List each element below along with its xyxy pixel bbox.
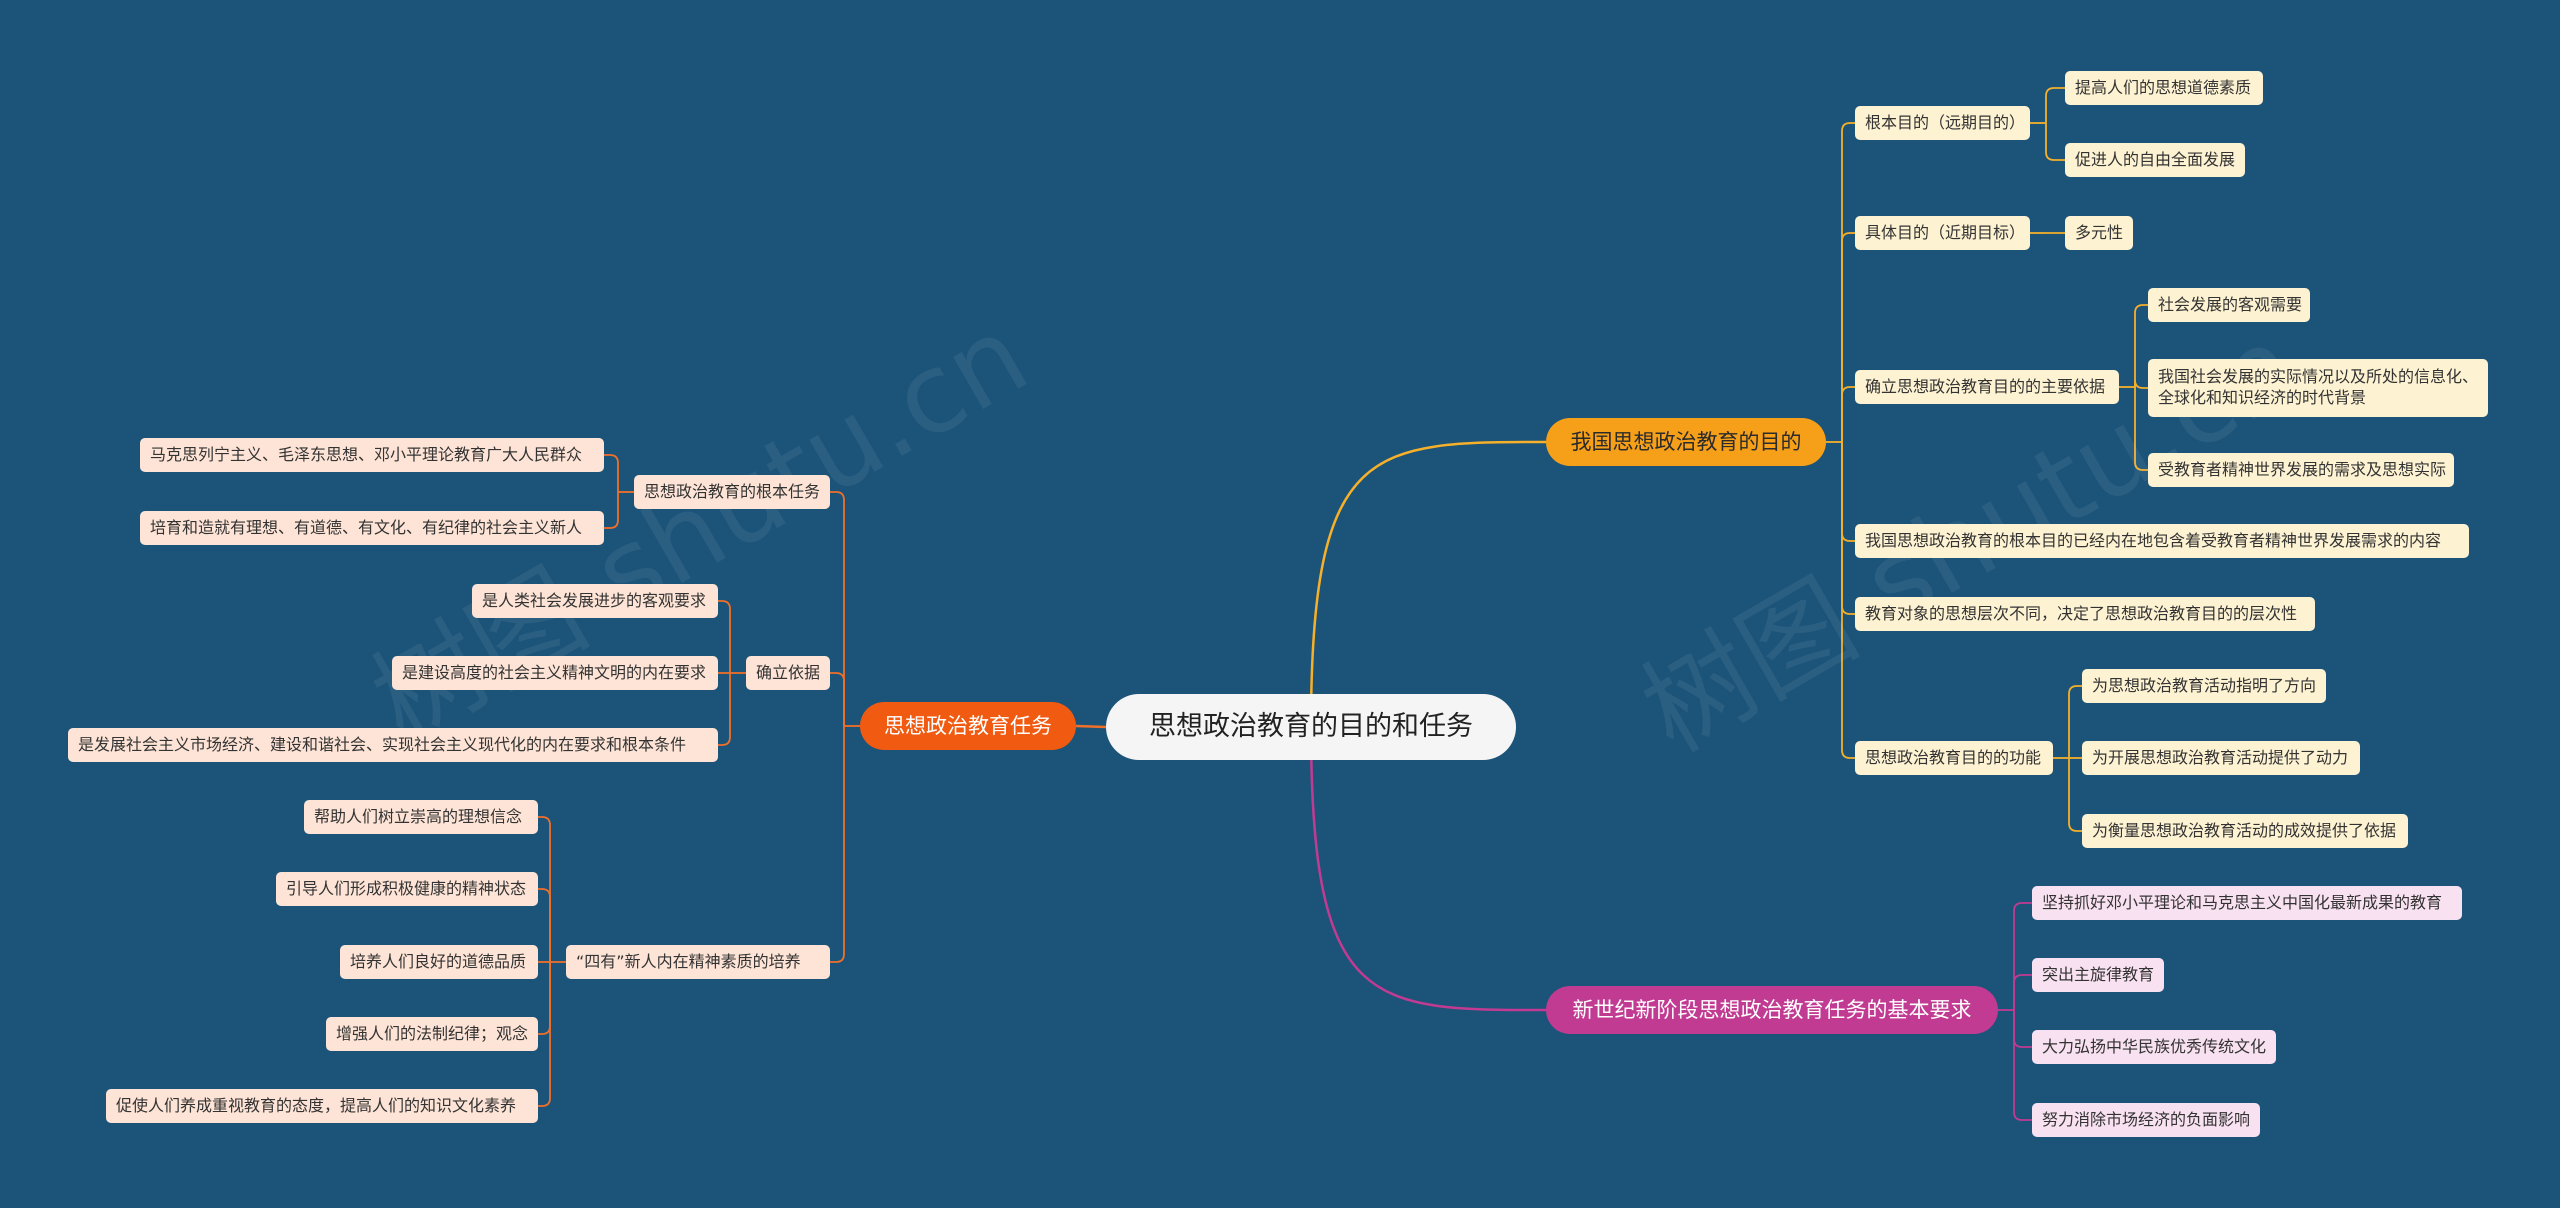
purpose-fundamental[interactable]: 根本目的（远期目的）	[1855, 106, 2030, 140]
branch-purpose[interactable]: 我国思想政治教育的目的	[1546, 418, 1826, 466]
branch-requirements[interactable]: 新世纪新阶段思想政治教育任务的基本要求	[1546, 986, 1998, 1034]
requirement-item[interactable]: 突出主旋律教育	[2032, 958, 2164, 992]
connector	[1841, 442, 1855, 759]
purpose-basis-item[interactable]: 我国社会发展的实际情况以及所处的信息化、全球化和知识经济的时代背景	[2148, 359, 2488, 417]
purpose-specific-item[interactable]: 多元性	[2065, 216, 2133, 250]
connector	[1841, 386, 1855, 442]
tasks-four-item[interactable]: 促使人们养成重视教育的态度，提高人们的知识文化素养	[106, 1089, 538, 1123]
purpose-function-item[interactable]: 为思想政治教育活动指明了方向	[2082, 669, 2326, 703]
purpose-levels[interactable]: 教育对象的思想层次不同，决定了思想政治教育目的的层次性	[1855, 597, 2315, 631]
connector	[2013, 974, 2032, 1010]
tasks-basis-item[interactable]: 是发展社会主义市场经济、建设和谐社会、实现社会主义现代化的内在要求和根本条件	[68, 728, 718, 762]
tasks-basis-item[interactable]: 是建设高度的社会主义精神文明的内在要求	[392, 656, 718, 690]
requirement-item[interactable]: 坚持抓好邓小平理论和马克思主义中国化最新成果的教育	[2032, 886, 2462, 920]
connector	[604, 454, 619, 492]
tasks-four-item[interactable]: 培养人们良好的道德品质	[340, 945, 538, 979]
purpose-function[interactable]: 思想政治教育目的的功能	[1855, 741, 2053, 775]
tasks-four-item[interactable]: 帮助人们树立崇高的理想信念	[304, 800, 538, 834]
tasks-basis[interactable]: 确立依据	[746, 656, 830, 690]
connector	[2013, 902, 2032, 1010]
tasks-basis-item[interactable]: 是人类社会发展进步的客观要求	[472, 584, 718, 618]
connector	[2013, 1010, 2032, 1121]
purpose-specific[interactable]: 具体目的（近期目标）	[1855, 216, 2030, 250]
tasks-four-item[interactable]: 引导人们形成积极健康的精神状态	[276, 872, 538, 906]
requirement-item[interactable]: 大力弘扬中华民族优秀传统文化	[2032, 1030, 2276, 1064]
purpose-basis-item[interactable]: 受教育者精神世界发展的需求及思想实际	[2148, 453, 2454, 487]
connector	[538, 888, 551, 962]
connector	[2068, 758, 2082, 832]
connector	[2013, 1010, 2032, 1048]
connector	[718, 673, 731, 746]
connector	[1075, 724, 1107, 729]
connector	[830, 726, 845, 963]
connector	[1841, 232, 1855, 442]
tasks-fundamental-item[interactable]: 培育和造就有理想、有道德、有文化、有纪律的社会主义新人	[140, 511, 604, 545]
purpose-function-item[interactable]: 为开展思想政治教育活动提供了动力	[2082, 741, 2360, 775]
connector	[1841, 442, 1855, 542]
purpose-contains[interactable]: 我国思想政治教育的根本目的已经内在地包含着受教育者精神世界发展需求的内容	[1855, 524, 2469, 558]
connector	[718, 600, 731, 673]
connector	[1309, 726, 1547, 1012]
branch-tasks[interactable]: 思想政治教育任务	[860, 702, 1076, 750]
tasks-fundamental-item[interactable]: 马克思列宁主义、毛泽东思想、邓小平理论教育广大人民群众	[140, 438, 604, 472]
connector	[1841, 442, 1855, 615]
purpose-basis-item[interactable]: 社会发展的客观需要	[2148, 288, 2310, 322]
connector	[604, 492, 619, 529]
connector	[1309, 440, 1547, 728]
connector	[538, 962, 551, 1035]
purpose-basis[interactable]: 确立思想政治教育目的的主要依据	[1855, 370, 2119, 404]
tasks-four[interactable]: “四有”新人内在精神素质的培养	[566, 945, 830, 979]
connector	[830, 672, 845, 726]
purpose-fundamental-item[interactable]: 提高人们的思想道德素质	[2065, 71, 2263, 105]
tasks-four-item[interactable]: 增强人们的法制纪律；观念	[326, 1017, 538, 1051]
tasks-fundamental[interactable]: 思想政治教育的根本任务	[634, 475, 830, 509]
connector	[2134, 387, 2148, 471]
purpose-fundamental-item[interactable]: 促进人的自由全面发展	[2065, 143, 2245, 177]
connector	[538, 816, 551, 962]
requirement-item[interactable]: 努力消除市场经济的负面影响	[2032, 1103, 2260, 1137]
root-topic[interactable]: 思想政治教育的目的和任务	[1106, 694, 1516, 760]
connector	[2134, 304, 2148, 387]
connector	[830, 491, 845, 726]
connector	[2045, 123, 2065, 161]
connector	[538, 962, 551, 1107]
connector	[1841, 122, 1855, 442]
connector	[2045, 87, 2065, 123]
connector	[2134, 379, 2148, 389]
connector	[2068, 685, 2082, 758]
purpose-function-item[interactable]: 为衡量思想政治教育活动的成效提供了依据	[2082, 814, 2408, 848]
